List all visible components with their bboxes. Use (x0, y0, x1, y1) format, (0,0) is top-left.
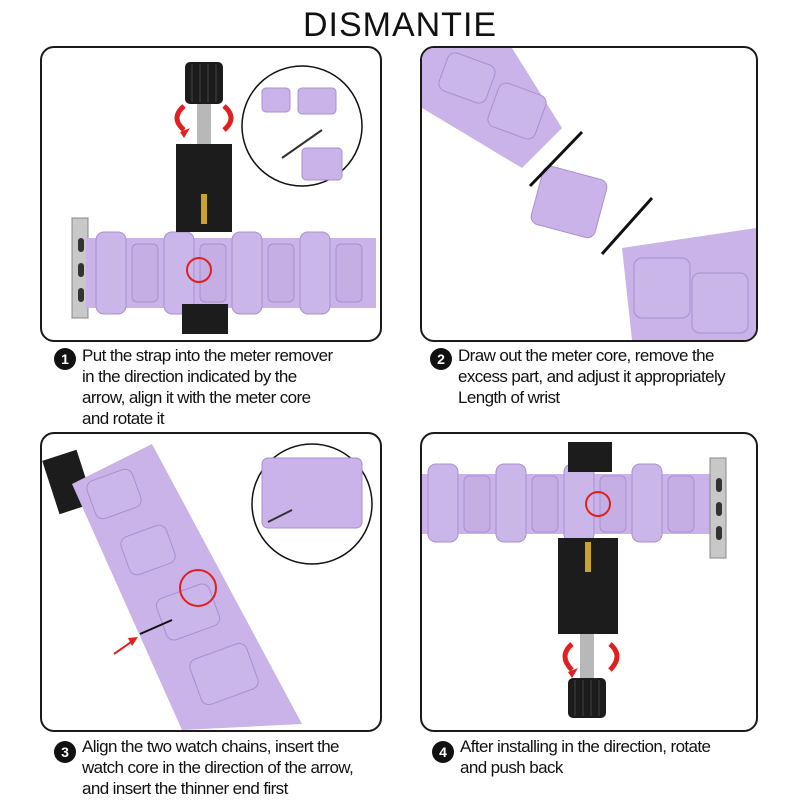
caption-line: Draw out the meter core, remove the (458, 346, 714, 365)
step-3-illustration (42, 443, 373, 730)
step-4-panel (420, 432, 758, 732)
caption-line: arrow, align it with the meter core (82, 388, 311, 407)
caption-line: in the direction indicated by the (82, 367, 297, 386)
step-4-caption: After installing in the direction, rotat… (460, 736, 780, 778)
caption-line: Put the strap into the meter remover (82, 346, 333, 365)
meter-remover-tool-icon (558, 442, 618, 718)
caption-line: Align the two watch chains, insert the (82, 737, 340, 756)
step-2-caption: Draw out the meter core, remove the exce… (458, 345, 778, 408)
caption-line: and insert the thinner end first (82, 779, 288, 798)
caption-line: After installing in the direction, rotat… (460, 737, 711, 756)
step-3-panel (40, 432, 382, 732)
step-1-caption: Put the strap into the meter remover in … (82, 345, 382, 429)
pin-icon (600, 197, 654, 255)
pin-icon (281, 129, 323, 159)
step-1-number: 1 (54, 348, 76, 370)
watch-strap-icon (422, 48, 756, 340)
step-1-illustration (71, 62, 376, 334)
caption-line: and push back (460, 758, 563, 777)
rotate-arrow-icon (174, 104, 234, 138)
highlight-circle-icon (585, 491, 611, 517)
caption-line: and rotate it (82, 409, 165, 428)
insert-arrow-icon (113, 637, 138, 655)
page-title: DISMANTIE (302, 6, 498, 44)
step-3-number: 3 (54, 741, 76, 763)
step-3-caption: Align the two watch chains, insert the w… (82, 736, 402, 799)
step-1-panel (40, 46, 382, 342)
watch-strap-icon (422, 463, 712, 543)
caption-line: watch core in the direction of the arrow… (82, 758, 354, 777)
highlight-circle-icon (179, 569, 217, 607)
step-2-number: 2 (430, 348, 452, 370)
pin-icon (528, 130, 584, 188)
meter-remover-tool-icon (176, 62, 232, 334)
step-4-illustration (422, 442, 727, 718)
caption-line: excess part, and adjust it appropriately (458, 367, 726, 386)
highlight-circle-icon (186, 257, 212, 283)
watch-strap-icon (86, 231, 376, 315)
rotate-arrow-icon (562, 642, 620, 678)
caption-line: Length of wrist (458, 388, 560, 407)
step-2-panel (420, 46, 758, 342)
step-4-number: 4 (432, 741, 454, 763)
pin-icon (267, 509, 293, 523)
pin-icon (139, 619, 173, 635)
watch-strap-icon (72, 444, 302, 730)
step-2-illustration (422, 48, 756, 340)
